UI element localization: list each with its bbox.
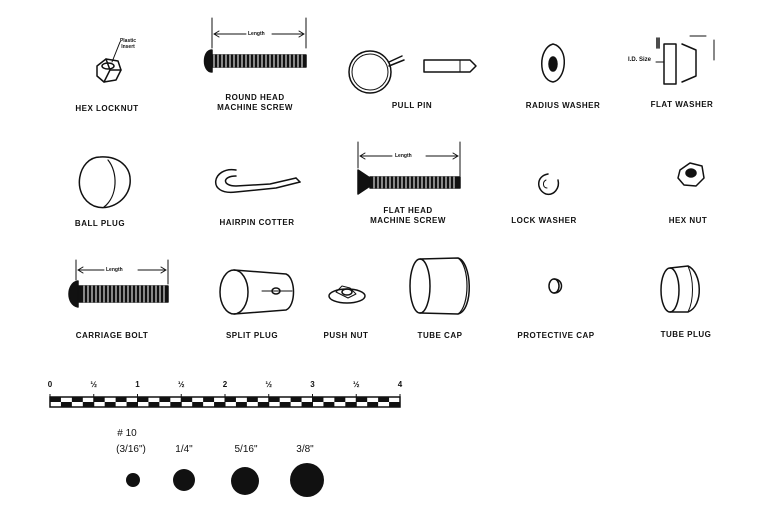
carriage-bolt-icon: [68, 259, 169, 308]
carriage-bolt-label: CARRIAGE BOLT: [75, 331, 149, 340]
protective-cap-label: PROTECTIVE CAP: [517, 331, 595, 340]
split-plug-label: SPLIT PLUG: [225, 331, 279, 340]
ball-plug-icon: [78, 156, 131, 209]
flat-washer-label: FLAT WASHER: [650, 100, 714, 109]
round-head-label-line2: MACHINE SCREW: [217, 103, 293, 112]
ruler-segment: [378, 397, 390, 402]
ruler-tick-label: ½: [352, 380, 360, 389]
round-head-label-line1: ROUND HEAD: [225, 93, 285, 102]
radius-washer-label: RADIUS WASHER: [525, 101, 601, 110]
ruler-segment: [137, 397, 149, 402]
flat-head-length-label: Length: [395, 153, 412, 159]
ruler-segment: [301, 402, 313, 407]
ruler-segment: [257, 402, 269, 407]
ruler-segment: [290, 397, 302, 402]
ruler-segment: [60, 402, 72, 407]
hairpin-cotter-icon: [215, 169, 301, 193]
ruler-tick-label: 0: [47, 380, 53, 389]
ruler-segment: [334, 397, 346, 402]
ruler-segment: [356, 397, 368, 402]
ruler-segment: [104, 402, 116, 407]
lock-washer-icon: [538, 173, 560, 196]
flat-head-label-line1: FLAT HEAD: [383, 206, 433, 215]
tube-cap-label: TUBE CAP: [417, 331, 463, 340]
flat-head-label-line2: MACHINE SCREW: [370, 216, 446, 225]
ruler-segment: [170, 402, 182, 407]
hex-locknut-label: HEX LOCKNUT: [75, 104, 139, 113]
ruler-segment: [115, 397, 127, 402]
ruler-segment: [192, 402, 204, 407]
ruler-segment: [235, 402, 247, 407]
ruler-segment: [126, 402, 138, 407]
push-nut-label: PUSH NUT: [323, 331, 369, 340]
hole-size-10-icon: [126, 473, 140, 487]
ruler-segment: [50, 397, 61, 402]
ruler-segment: [246, 397, 258, 402]
lock-washer-label: LOCK WASHER: [511, 216, 577, 225]
ball-plug-label: BALL PLUG: [74, 219, 126, 228]
size-label-1-4: 1/4": [175, 444, 193, 455]
protective-cap-icon: [548, 278, 563, 294]
ruler-segment: [345, 402, 357, 407]
ruler-segment: [312, 397, 324, 402]
radius-washer-icon: [541, 43, 565, 83]
ruler-tick-label: 3: [310, 380, 315, 389]
tube-plug-label: TUBE PLUG: [660, 330, 712, 339]
ruler-segment: [148, 402, 160, 407]
size-label-10-line2: (3/16"): [116, 444, 146, 455]
tube-cap-icon: [409, 257, 470, 315]
flat-washer-icon: [655, 35, 715, 85]
ruler-segment: [82, 402, 94, 407]
ruler-tick-label: 4: [397, 380, 403, 389]
hex-nut-icon: [677, 162, 705, 187]
hole-size-1-4-icon: [173, 469, 195, 491]
ruler-segment: [225, 397, 236, 402]
ruler-segment: [93, 397, 105, 402]
hex-nut-label: HEX NUT: [668, 216, 708, 225]
ruler-segment: [159, 397, 171, 402]
tube-plug-icon: [660, 265, 700, 313]
ruler-tick-label: ½: [90, 380, 98, 389]
ruler-segment: [71, 397, 83, 402]
ruler-tick-label: 1: [135, 380, 140, 389]
pull-pin-icon: [348, 50, 477, 94]
ruler-segment: [323, 402, 335, 407]
size-label-10-line1: # 10: [117, 428, 137, 439]
size-label-5-16: 5/16": [234, 444, 258, 455]
ruler-tick-label: ½: [177, 380, 185, 389]
ruler-segment: [389, 402, 400, 407]
id-size-label: I.D. Size: [628, 57, 652, 63]
ruler-segment: [181, 397, 193, 402]
push-nut-icon: [328, 285, 366, 304]
ruler-segment: [279, 402, 291, 407]
ruler-segment: [203, 397, 215, 402]
hole-size-circles: [126, 463, 324, 497]
ruler-segment: [214, 402, 225, 407]
ruler-tick-label: ½: [265, 380, 273, 389]
hole-size-5-16-icon: [231, 467, 259, 495]
ruler-tick-label: 2: [222, 380, 228, 389]
ruler-segment: [268, 397, 280, 402]
plastic-insert-label: Plastic Insert: [119, 38, 137, 50]
hole-size-3-8-icon: [290, 463, 324, 497]
flat-head-machine-screw-icon: [357, 141, 461, 195]
round-head-machine-screw-icon: [203, 17, 307, 73]
round-head-length-label: Length: [248, 31, 265, 37]
size-label-3-8: 3/8": [296, 444, 314, 455]
inch-ruler: [49, 394, 401, 408]
ruler-segment: [367, 402, 379, 407]
pull-pin-label: PULL PIN: [391, 101, 433, 110]
hex-locknut-icon: [96, 41, 122, 83]
hairpin-cotter-label: HAIRPIN COTTER: [219, 218, 295, 227]
split-plug-icon: [219, 269, 295, 315]
carriage-bolt-length-label: Length: [106, 267, 123, 273]
